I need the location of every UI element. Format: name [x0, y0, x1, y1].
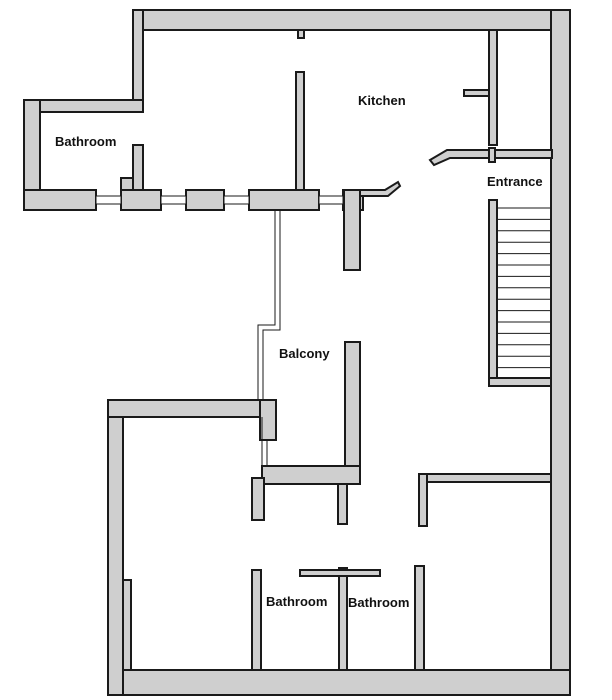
annex-bottom-wall	[23, 189, 97, 211]
balcony-bottom-wall	[261, 465, 361, 485]
wall-notch	[259, 399, 277, 441]
closet-wall	[488, 29, 498, 146]
room-label-balcony: Balcony	[279, 346, 330, 361]
outer-walls	[107, 9, 571, 696]
stair-wall-left	[488, 199, 498, 386]
top-stub	[297, 29, 305, 39]
wall-bottom	[107, 669, 571, 696]
room-label-kitchen: Kitchen	[358, 93, 406, 108]
balcony-wall	[344, 341, 361, 485]
door-jamb	[132, 144, 144, 191]
wall-left-lower	[107, 399, 124, 696]
wall-segment	[248, 189, 320, 211]
wall-segment	[120, 189, 162, 211]
bathroom-header	[299, 569, 381, 577]
wall-top	[132, 9, 571, 31]
lower-right-wall-top	[418, 473, 552, 483]
kitchen-pillar	[343, 189, 361, 271]
bathroom-wall-middle	[338, 567, 348, 671]
room-label-bathroom-left: Bathroom	[266, 594, 327, 609]
window	[223, 195, 250, 205]
entrance-stub	[488, 147, 496, 163]
bathroom-wall-left	[251, 569, 262, 671]
upper-block-bottom-wall	[95, 144, 364, 211]
wall-left-upper	[132, 9, 144, 111]
interior-walls	[122, 29, 553, 671]
railing-line	[257, 210, 276, 400]
wall-right	[550, 9, 571, 696]
balcony-stub	[251, 477, 265, 521]
annex-top-wall	[23, 99, 144, 113]
lower-left-return	[122, 579, 132, 671]
balcony-pillar	[337, 483, 348, 525]
lower-right-wall-side	[418, 473, 428, 527]
staircase	[497, 207, 551, 369]
room-label-entrance: Entrance	[487, 174, 543, 189]
bathroom-annex-walls	[23, 99, 144, 211]
room-label-bathroom-upper: Bathroom	[55, 134, 116, 149]
wall-segment	[185, 189, 225, 211]
railing-line	[262, 210, 281, 400]
wall-lower-top	[107, 399, 277, 418]
window	[160, 195, 187, 205]
closet-stub	[463, 89, 490, 97]
kitchen-divider	[295, 71, 305, 191]
stair-wall-bottom	[488, 377, 552, 387]
window	[95, 195, 122, 205]
room-label-bathroom-right: Bathroom	[348, 595, 409, 610]
balcony-railing	[257, 210, 281, 466]
bathroom-wall-right	[414, 565, 425, 671]
window	[318, 195, 344, 205]
kitchen-counter-angle	[359, 180, 402, 197]
